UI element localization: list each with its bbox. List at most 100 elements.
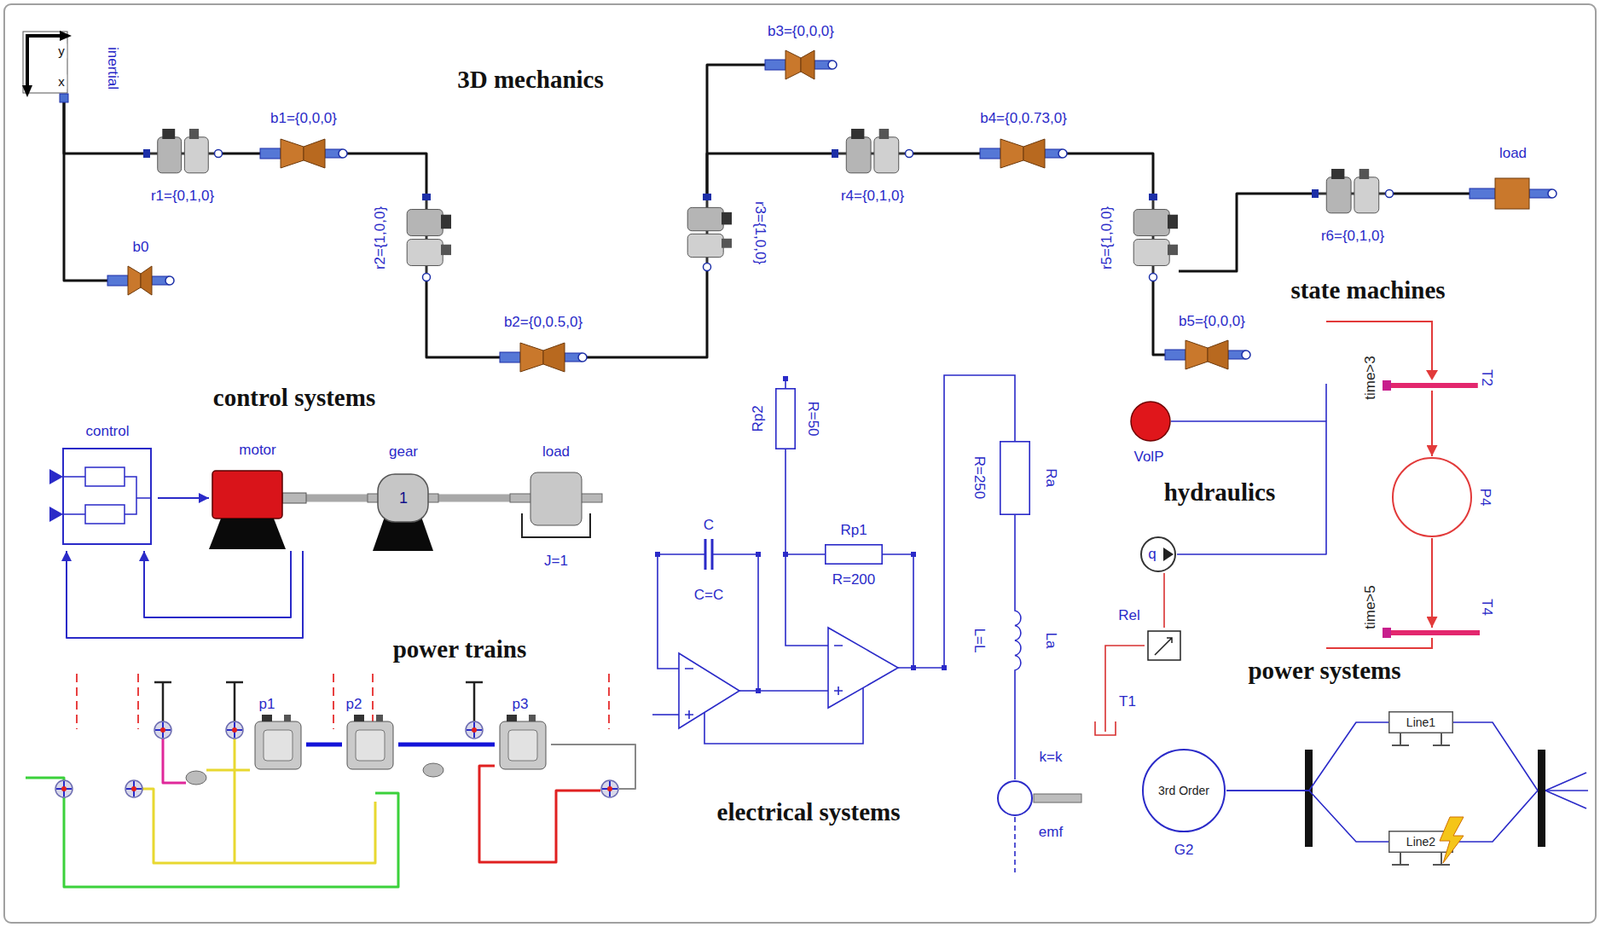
connector [1163, 573, 1166, 628]
component-label: emf [1037, 823, 1065, 841]
line-block: Line1 [1388, 711, 1454, 734]
terminal-dots-part [755, 688, 761, 694]
revolute-joint: r4={0,1,0} [831, 127, 914, 180]
body-icon-part-part [1058, 149, 1067, 158]
circuit-wires-part [882, 554, 914, 668]
pgear-icon-part-part [499, 721, 546, 770]
inertia-icon-part-part [530, 472, 582, 526]
planetary-gears-part [125, 780, 143, 798]
component-label: time>3 [1362, 353, 1380, 402]
planetary-gears [55, 721, 619, 798]
bus-bars-part [1537, 749, 1546, 847]
trans-icon-part-part [1382, 627, 1392, 638]
rev-icon-part-part [1331, 168, 1345, 180]
frame-icon-part-part [59, 93, 69, 103]
ctrl-icon-part-part [85, 504, 125, 524]
body-icon-part-part [1207, 340, 1229, 370]
op-amp-symbols [678, 627, 899, 729]
pgear-icon-part-part [261, 714, 273, 722]
revv-icon-part-part-part [721, 212, 732, 226]
revv-icon-part-part-part [1133, 239, 1170, 267]
component-label: b1={0,0,0} [268, 110, 339, 128]
revv-icon-part-part-part [425, 193, 429, 282]
op-amp-symbols-part [684, 645, 843, 719]
load-body: load [1469, 177, 1557, 210]
component-label: r6={0,1,0} [1319, 227, 1386, 245]
valve-icon-part [1147, 631, 1181, 661]
ctrl-icon-part-part [63, 476, 151, 515]
volp-icon-part [1130, 401, 1171, 441]
component-label: VolP [1132, 448, 1166, 466]
circuit-wires-part [898, 375, 1015, 668]
op-amp-symbols-part [678, 653, 740, 729]
power-train-dashes-part [608, 673, 610, 730]
component-label: b2={0,0.5,0} [502, 313, 585, 331]
rev-icon-part-part [189, 128, 199, 140]
res-icon-part-part [1000, 441, 1030, 515]
transition-bar: time>3T2 [1382, 380, 1480, 391]
component-label: b5={0,0,0} [1176, 313, 1247, 331]
revv-icon-part-part-part [1167, 244, 1178, 256]
inertial-frame: inertialyx [22, 30, 93, 103]
ctrl-icon-part [49, 448, 151, 545]
motor-icon-part-part [212, 470, 283, 519]
frame-icon [22, 30, 93, 103]
connector [398, 742, 495, 748]
revv-icon-part-part-part [702, 193, 712, 201]
pump-icon-part-part [1141, 537, 1176, 572]
rev-icon-part-part [851, 128, 864, 140]
component-label: b3={0,0,0} [765, 23, 836, 41]
grid-wires-part [1453, 790, 1538, 842]
trans-icon-part-part [1382, 380, 1392, 391]
power-train-dashes-part [75, 673, 78, 730]
component-label: r2={1,0,0} [371, 204, 389, 272]
grid-wires-part [1453, 722, 1538, 791]
res-icon-part [825, 544, 882, 564]
rev-icon-part [1311, 168, 1394, 214]
rev-icon-part-part [157, 137, 182, 174]
terminal-dots-part [941, 665, 947, 671]
load3d-icon-part-part [1495, 178, 1530, 209]
component-label: Rp1 [838, 521, 869, 540]
grid-wires-part [1545, 790, 1587, 809]
trans-icon-part-part [1382, 630, 1480, 636]
pgear-icon-part [255, 714, 302, 770]
connector [913, 152, 980, 156]
revv-icon-part-part-part [1133, 209, 1170, 237]
connector [1014, 515, 1016, 603]
frame-icon-part [22, 30, 72, 103]
component-label: R=250 [970, 454, 988, 502]
tline-icon-part [1389, 712, 1454, 734]
power-train-wiring-part [133, 788, 376, 864]
grid-wires-part [1545, 789, 1589, 792]
power-train-dashes-part [371, 673, 374, 730]
section-title: 3D mechanics [454, 65, 607, 94]
body-icon-part [499, 342, 587, 372]
rev-icon-part-part [1311, 189, 1319, 198]
body-icon-part-part [127, 266, 141, 296]
body-icon-part-part [280, 139, 304, 169]
resistor-symbol: R=250Ra [999, 440, 1031, 516]
connector [222, 152, 261, 156]
revv-icon [1127, 193, 1179, 282]
component-label: b4={0,0.73,0} [978, 110, 1069, 128]
rev-icon-part-part [831, 152, 914, 156]
body-icon-part-part [260, 148, 281, 159]
res-icon-part [776, 388, 795, 449]
ctrl-icon-part-part [63, 448, 151, 545]
capacitor-symbol: CC=C [693, 535, 725, 574]
shaft-ovals [185, 763, 444, 785]
component-label: r1={0,1,0} [149, 187, 216, 205]
component-label: r5={1,0,0} [1098, 204, 1116, 272]
op-amp-symbols-part [828, 627, 899, 708]
place-icon [1391, 456, 1473, 539]
component-label: La [1042, 631, 1060, 651]
trans-icon-part [1382, 627, 1480, 638]
revolute-joint: r2={1,0,0} [400, 193, 453, 282]
body-icon-part-part [785, 50, 801, 80]
connector [426, 281, 500, 358]
body-icon-part-part [765, 59, 786, 70]
planetary-gearbox: p1 [249, 714, 307, 775]
state-loop-part [1326, 637, 1432, 649]
